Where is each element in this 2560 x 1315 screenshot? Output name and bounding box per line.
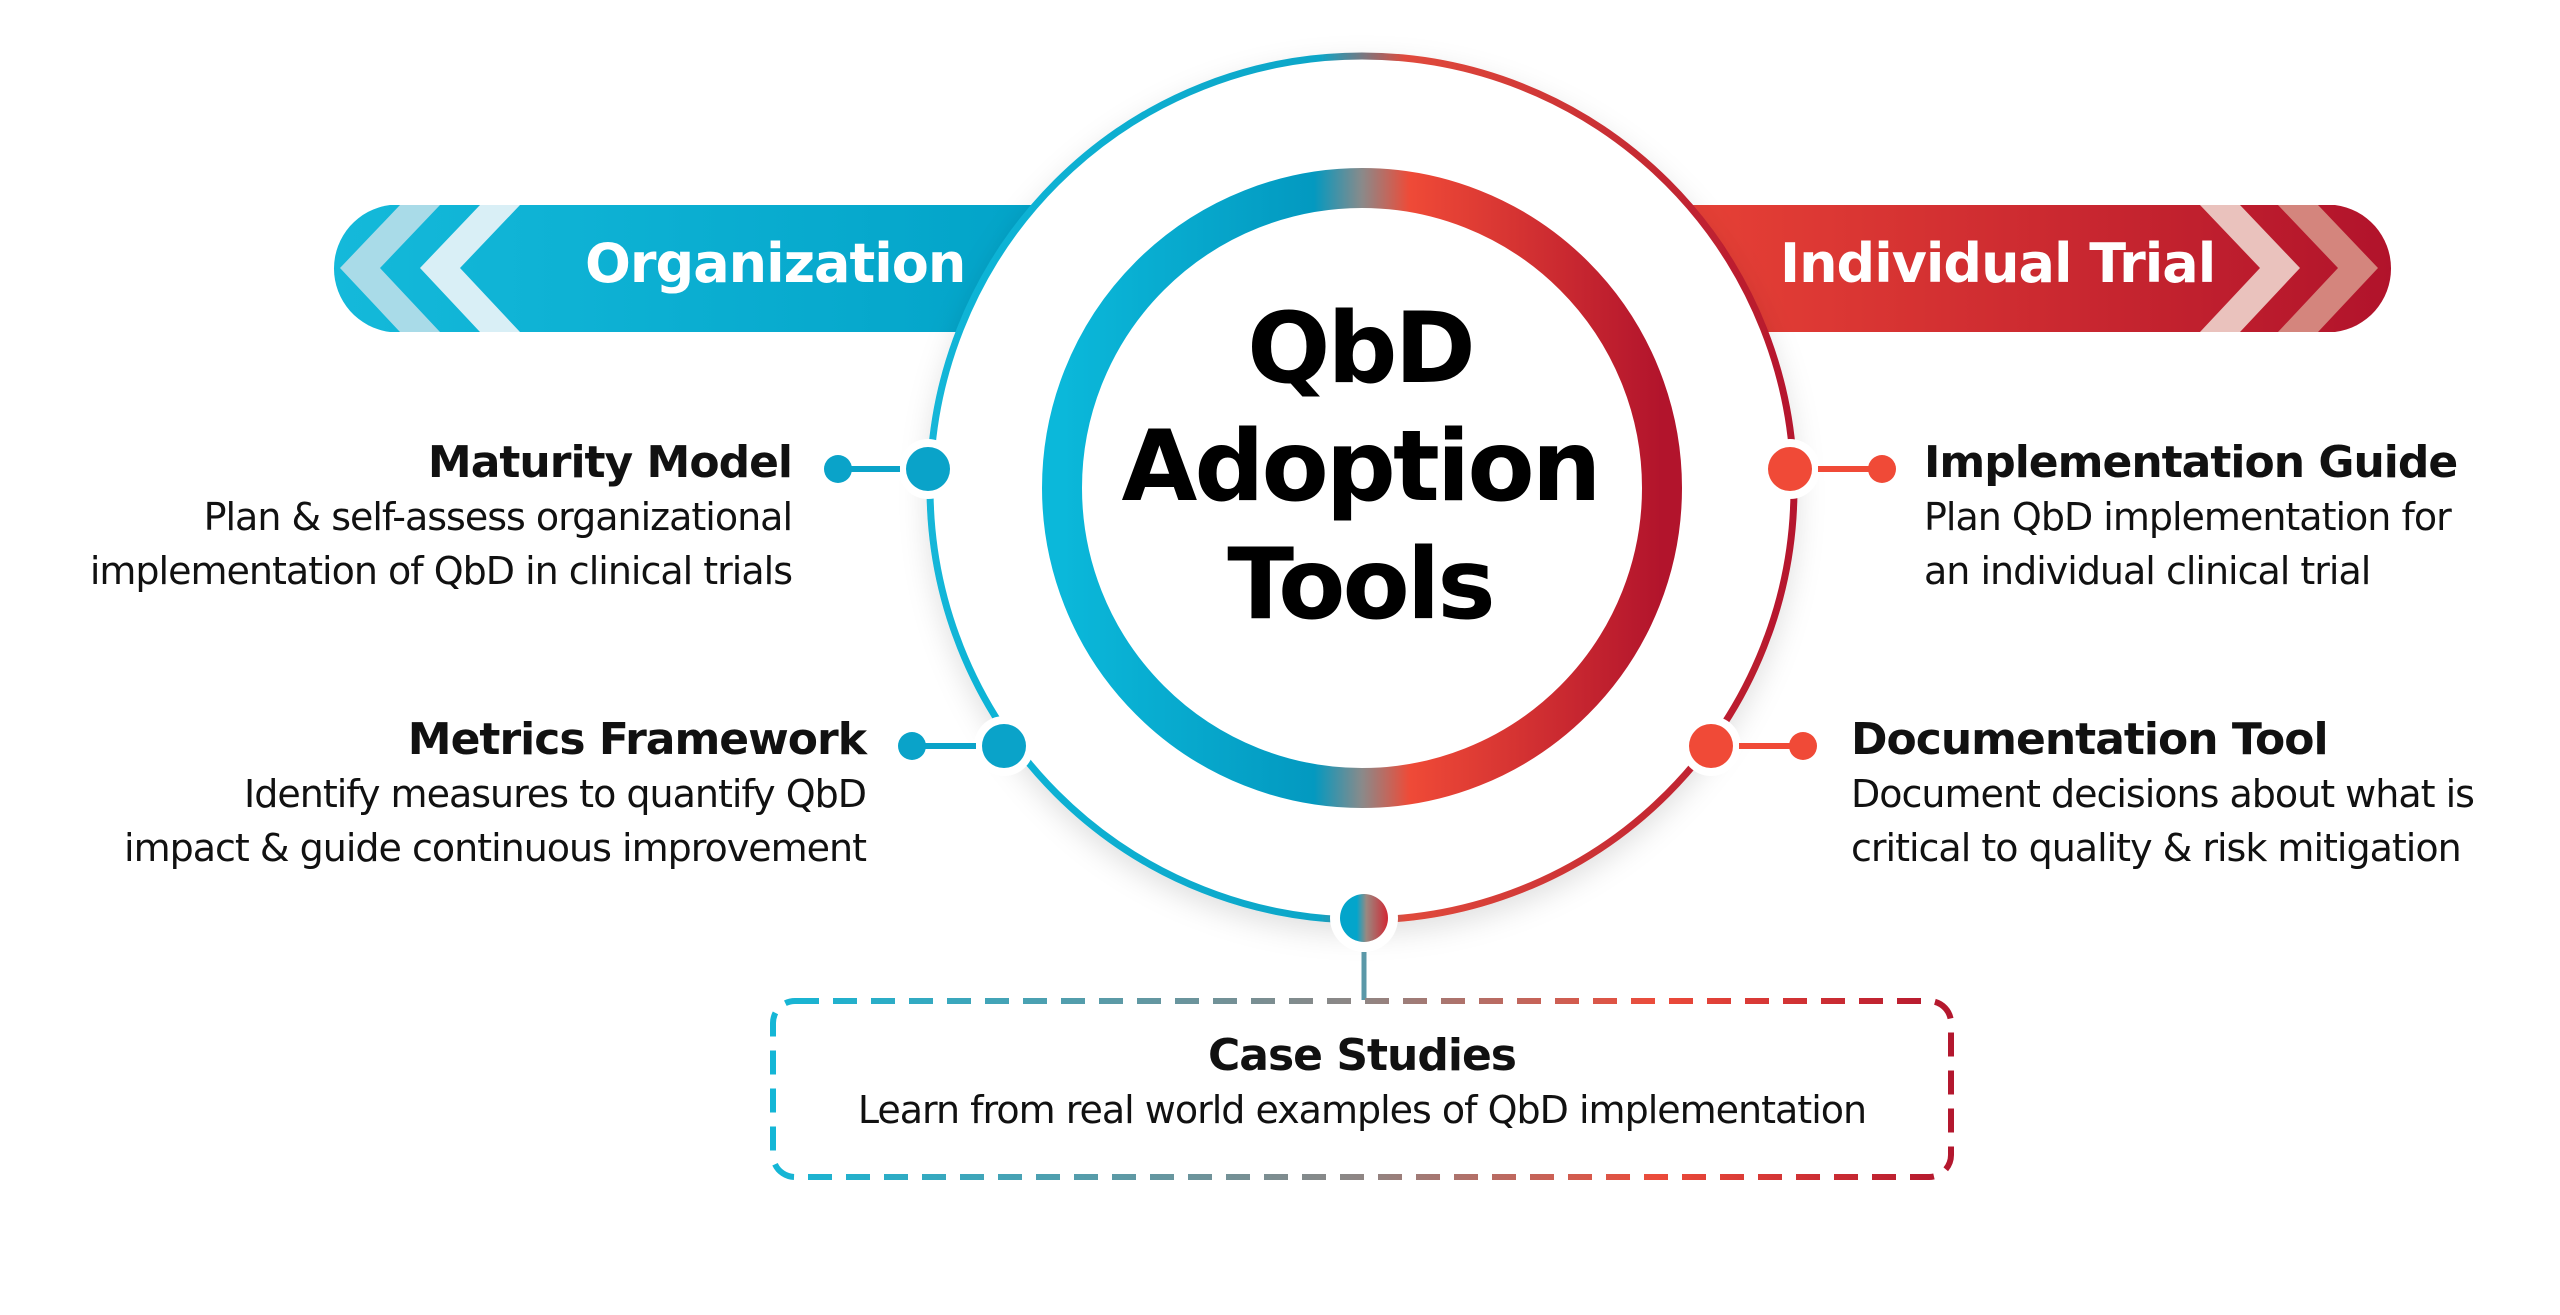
tool-desc: impact & guide continuous improvement [124,826,867,870]
title-line-3: Tools [1227,528,1495,642]
tool-metrics-framework: Metrics Framework Identify measures to q… [0,713,867,875]
chevron-right-icon [2200,205,2300,332]
chevron-left-icon [420,205,520,332]
tool-desc: Plan QbD implementation for [1924,495,2452,539]
tool-desc: Plan & self-assess organizational [203,495,793,539]
tool-title: Documentation Tool [1851,714,2329,765]
implementation-guide-connector [1760,439,1896,499]
case-studies-box [770,998,1954,1180]
tool-desc: critical to quality & risk mitigation [1851,826,2462,870]
metrics-framework-connector [898,716,1034,776]
title-line-1: QbD [1247,292,1476,406]
individual-trial-label: Individual Trial [1780,232,2216,295]
chevron-left-icon [340,205,440,332]
case-studies-connector [1330,884,1398,1000]
tool-desc: implementation of QbD in clinical trials [89,549,793,593]
case-studies-title: Case Studies [1208,1030,1517,1081]
individual-trial-banner [1670,205,2392,332]
tool-maturity-model: Maturity Model Plan & self-assess organi… [0,436,793,598]
maturity-model-connector [824,439,958,499]
documentation-tool-connector [1681,716,1817,776]
chevron-right-icon [2278,205,2378,332]
tool-desc: Identify measures to quantify QbD [244,772,867,816]
tool-desc: an individual clinical trial [1924,549,2371,593]
tool-desc: Document decisions about what is [1851,772,2475,816]
organization-label: Organization [585,232,966,295]
tool-title: Metrics Framework [407,714,867,765]
tool-title: Implementation Guide [1924,437,2458,488]
tool-implementation-guide: Implementation Guide Plan QbD implementa… [1924,436,2560,598]
inner-ring [1042,168,1682,808]
organization-banner [333,205,1050,332]
tool-title: Maturity Model [427,437,793,488]
page-title: QbD Adoption Tools [1060,290,1660,644]
case-studies-desc: Learn from real world examples of QbD im… [857,1088,1867,1132]
tool-documentation-tool: Documentation Tool Document decisions ab… [1851,713,2560,875]
title-line-2: Adoption [1121,410,1601,524]
